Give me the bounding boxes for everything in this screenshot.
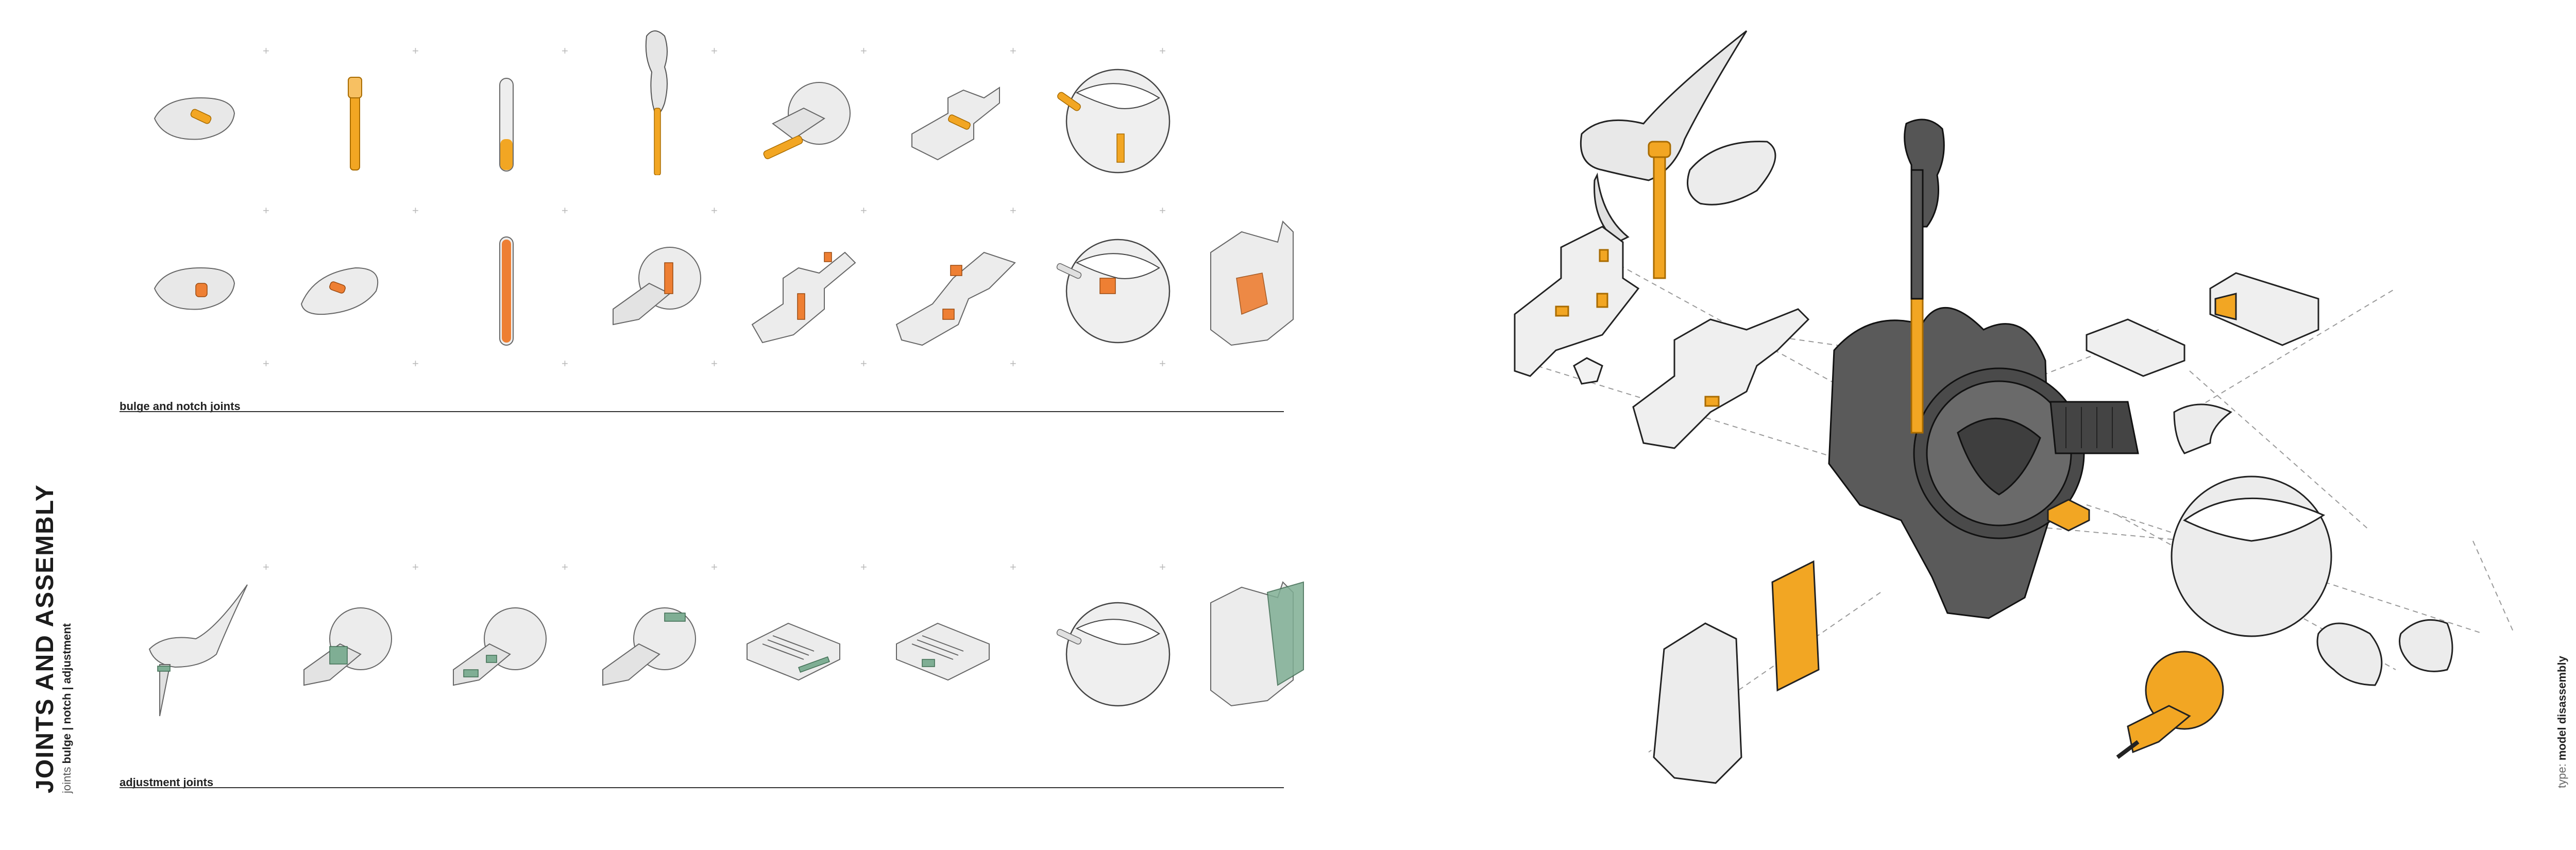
adjustment-section-rule (120, 787, 1284, 788)
tube-bulge-icon (443, 21, 577, 175)
slotted-plates (2086, 272, 2319, 377)
pebble-part (2316, 622, 2383, 686)
bracket-assembly-notch-icon (891, 201, 1025, 355)
foot-part-with-notch-icon (144, 201, 278, 355)
grid-cross: + (711, 44, 718, 57)
grid-cross: + (711, 204, 718, 217)
bracket-bulge-icon (891, 21, 1025, 175)
grid-cross: + (412, 204, 419, 217)
grid-cross: + (562, 560, 568, 573)
sphere-bulge-icon (1041, 21, 1175, 175)
bulge-joint-row (144, 21, 1298, 175)
bulge-notch-section-rule (120, 411, 1284, 412)
page-type-label: type: model disassembly (2555, 656, 2569, 788)
grid-cross: + (860, 357, 867, 370)
egg-part (1687, 141, 1776, 206)
gear-housing-adjustment-3-icon (592, 572, 726, 726)
grid-cross: + (1010, 560, 1016, 573)
grid-cross: + (1159, 204, 1166, 217)
grid-cross: + (711, 357, 718, 370)
left-page: JOINTS AND ASSEMBLY joints bulge | notch… (31, 21, 1304, 793)
grid-cross: + (860, 204, 867, 217)
subtitle-prefix: joints (60, 767, 73, 793)
left-bracket (1514, 226, 1640, 377)
foot-part-with-bulge-icon (144, 21, 278, 175)
grid-cross: + (263, 44, 269, 57)
grid-cross: + (412, 44, 419, 57)
grid-cross: + (263, 357, 269, 370)
gear-housing-notch-icon (592, 201, 726, 355)
pistol-part (1580, 30, 1748, 279)
slotted-plate-adjustment-2-icon (891, 572, 1025, 726)
notch-joint-row (144, 201, 1298, 355)
small-clip (1573, 357, 1603, 385)
main-dark-assembly (1828, 118, 2139, 619)
grid-cross: + (1010, 204, 1016, 217)
tube-notch-icon (443, 201, 577, 355)
center-bracket (1632, 308, 1810, 449)
claw-part (2173, 403, 2232, 454)
small-shell-part (2399, 619, 2453, 672)
grid-cross: + (263, 204, 269, 217)
gear-housing-adjustment-icon (294, 572, 428, 726)
rod-bulge-icon (294, 21, 428, 175)
grid-cross: + (412, 357, 419, 370)
pebble-notch-icon (294, 201, 428, 355)
grid-cross: + (1159, 357, 1166, 370)
adjustment-joint-row (144, 572, 1304, 726)
large-sphere (2171, 475, 2332, 637)
slotted-plate-adjustment-icon (742, 572, 876, 726)
type-prefix: type: (2555, 763, 2568, 788)
gear-housing-adjustment-2-icon (443, 572, 577, 726)
grid-cross: + (562, 357, 568, 370)
grid-cross: + (412, 560, 419, 573)
subtitle-terms: bulge | notch | adjustment (60, 623, 73, 764)
exploded-assembly-drawing (1514, 30, 2515, 784)
gear-housing-bulge-icon (742, 21, 876, 175)
bulge-notch-section-label: bulge and notch joints (120, 400, 241, 413)
shell-adjustment-icon (1190, 572, 1324, 726)
sphere-notch-icon (1041, 201, 1175, 355)
grid-cross: + (562, 44, 568, 57)
orange-gear-part (2116, 651, 2224, 759)
shell-notch-icon (1190, 201, 1324, 355)
grid-cross: + (1010, 44, 1016, 57)
orange-block (2047, 499, 2090, 532)
adjustment-section-label: adjustment joints (120, 776, 214, 789)
page-subtitle: joints bulge | notch | adjustment (60, 484, 74, 793)
grid-cross: + (1010, 357, 1016, 370)
grid-cross: + (562, 204, 568, 217)
grid-cross: + (860, 44, 867, 57)
grid-cross: + (263, 560, 269, 573)
blade-adjustment-icon (144, 572, 278, 726)
orange-plate (1771, 560, 1820, 692)
grid-cross: + (711, 560, 718, 573)
type-value: model disassembly (2555, 656, 2568, 761)
sphere-adjustment-icon (1041, 572, 1175, 726)
spread-title-block: JOINTS AND ASSEMBLY joints bulge | notch… (31, 484, 74, 793)
bracket-notch-icon (742, 201, 876, 355)
grid-cross: + (1159, 44, 1166, 57)
page-title: JOINTS AND ASSEMBLY (31, 484, 59, 793)
right-page-exploded-model (1314, 0, 2576, 850)
bottom-shell (1653, 622, 1742, 784)
arm-rod-bulge-icon (592, 21, 726, 175)
grid-cross: + (1159, 560, 1166, 573)
grid-cross: + (860, 560, 867, 573)
